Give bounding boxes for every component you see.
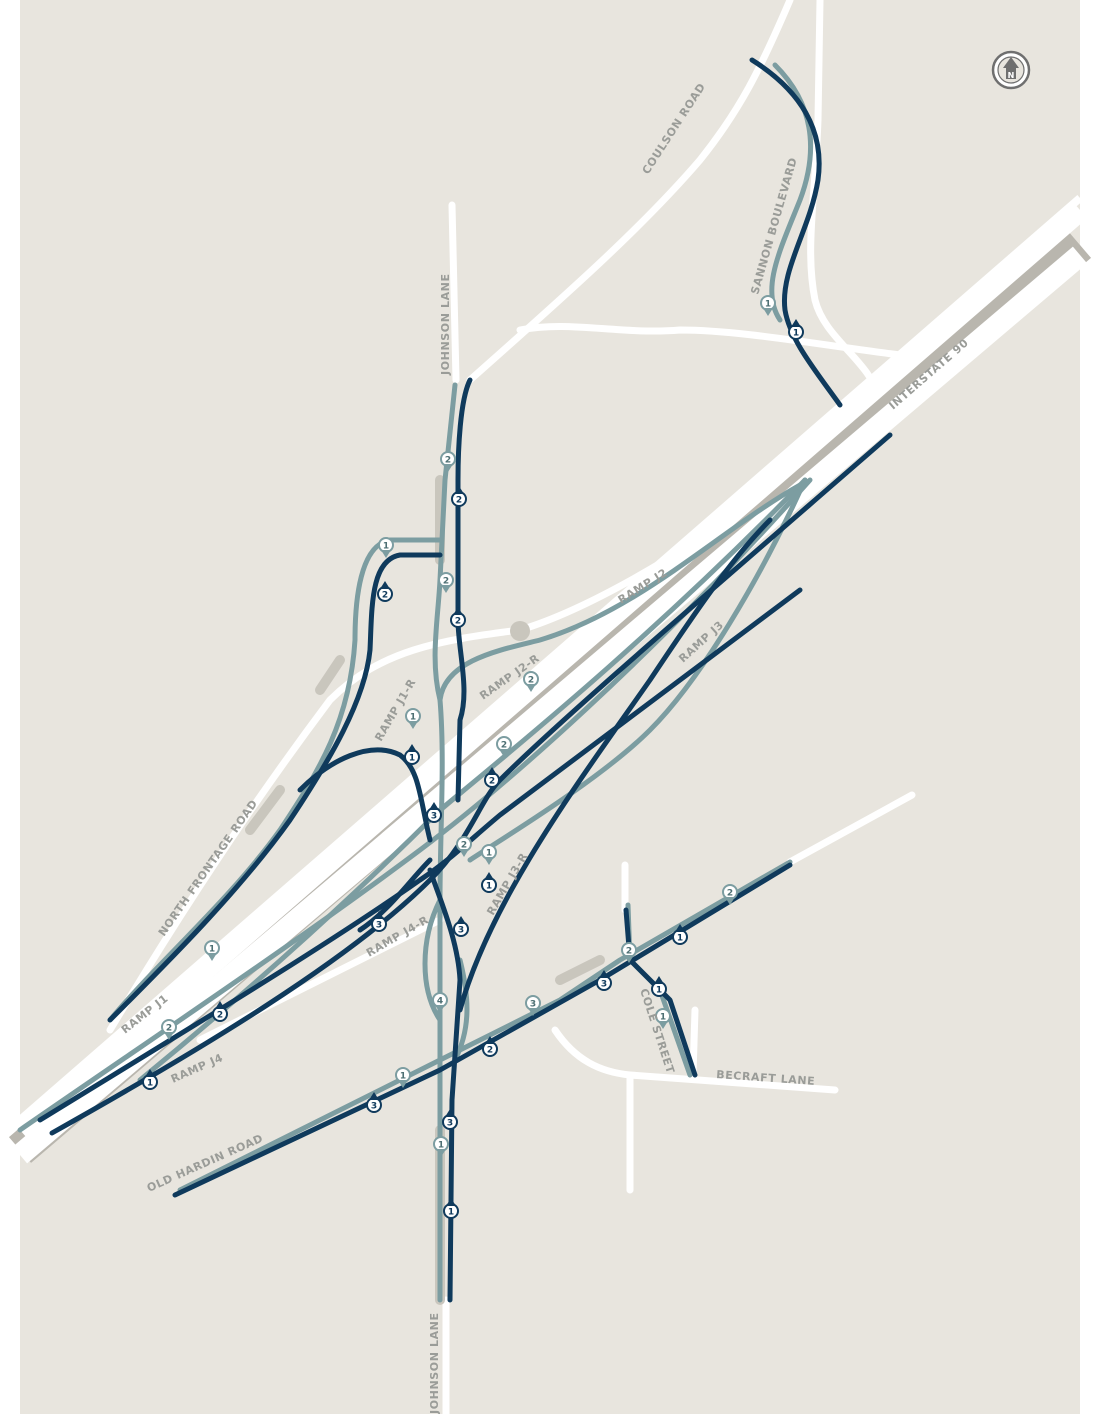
marker-m21: 4	[432, 992, 448, 1013]
marker-number: 1	[486, 849, 492, 859]
marker-m10: 1	[405, 708, 421, 729]
marker-number: 2	[489, 777, 495, 787]
marker-m16: 1	[481, 844, 497, 865]
marker-m25: 2	[722, 884, 738, 905]
marker-m23: 2	[212, 1001, 228, 1022]
marker-number: 2	[443, 577, 449, 587]
label-johnson-lane-north: JOHNSON LANE	[439, 273, 452, 376]
marker-number: 2	[455, 617, 461, 627]
marker-number: 1	[660, 1013, 666, 1023]
marker-m5: 1	[378, 537, 394, 558]
marker-number: 2	[461, 841, 467, 851]
marker-m20: 1	[204, 940, 220, 961]
marker-number: 1	[656, 986, 662, 996]
marker-number: 2	[445, 456, 451, 466]
marker-m36: 1	[433, 1136, 449, 1157]
north-arrow-letter: N	[1008, 71, 1015, 80]
marker-m28: 3	[596, 970, 612, 991]
marker-number: 1	[409, 754, 415, 764]
marker-number: 1	[765, 300, 771, 310]
marker-m8: 2	[450, 607, 466, 628]
interstate-90	[8, 194, 1092, 1164]
marker-m7: 2	[438, 572, 454, 593]
old-hardin-east-street	[786, 791, 916, 866]
marker-m19: 3	[453, 916, 469, 937]
cul-de-sac	[510, 621, 530, 641]
marker-number: 1	[486, 882, 492, 892]
sannon-boulevard-street	[807, 0, 884, 404]
marker-number: 2	[626, 947, 632, 957]
marker-number: 4	[437, 997, 443, 1007]
marker-m26: 1	[672, 924, 688, 945]
marker-number: 3	[447, 1119, 453, 1129]
marker-m37: 1	[443, 1198, 459, 1219]
marker-number: 2	[501, 741, 507, 751]
marker-m6: 2	[377, 581, 393, 602]
marker-m24: 1	[142, 1069, 158, 1090]
marker-m29: 1	[651, 976, 667, 997]
marker-number: 3	[458, 926, 464, 936]
marker-m27: 2	[621, 942, 637, 963]
marker-number: 1	[677, 934, 683, 944]
marker-number: 2	[456, 496, 462, 506]
marker-number: 2	[727, 889, 733, 899]
marker-m11: 2	[496, 736, 512, 757]
marker-number: 2	[382, 591, 388, 601]
marker-m14: 3	[426, 802, 442, 823]
marker-m34: 3	[366, 1092, 382, 1113]
marker-number: 3	[371, 1102, 377, 1112]
marker-m35: 3	[442, 1109, 458, 1130]
marker-number: 1	[410, 713, 416, 723]
marker-number: 1	[147, 1079, 153, 1089]
marker-m18: 3	[371, 911, 387, 932]
marker-m9: 2	[523, 671, 539, 692]
marker-m30: 1	[655, 1008, 671, 1029]
marker-number: 2	[487, 1046, 493, 1056]
marker-number: 2	[528, 676, 534, 686]
marker-m13: 2	[484, 767, 500, 788]
marker-number: 1	[448, 1208, 454, 1218]
marker-m33: 1	[395, 1067, 411, 1088]
marker-m22: 2	[161, 1019, 177, 1040]
johnson-lane-north-street	[448, 201, 460, 384]
marker-m4: 2	[451, 486, 467, 507]
marker-m31: 3	[525, 995, 541, 1016]
marker-number: 3	[530, 1000, 536, 1010]
marker-number: 1	[209, 945, 215, 955]
marker-m32: 2	[482, 1036, 498, 1057]
marker-number: 1	[438, 1141, 444, 1151]
label-johnson-lane-south: JOHNSON LANE	[428, 1312, 441, 1414]
marker-m12: 1	[404, 744, 420, 765]
marker-m17: 1	[481, 872, 497, 893]
marker-number: 1	[793, 329, 799, 339]
phase-markers: 1 1 2 2 1 2 2 2 2 1 2 1 2 3 2 1 1 3 3 1 …	[142, 295, 804, 1219]
marker-number: 1	[400, 1072, 406, 1082]
marker-number: 3	[376, 921, 382, 931]
marker-number: 3	[431, 812, 437, 822]
cross-street-north	[516, 323, 904, 359]
marker-m1: 1	[760, 295, 776, 316]
marker-m3: 2	[440, 451, 456, 472]
north-arrow-icon: N	[991, 50, 1031, 90]
marker-number: 1	[383, 542, 389, 552]
marker-m2: 1	[788, 319, 804, 340]
marker-m15: 2	[456, 836, 472, 857]
marker-number: 2	[217, 1011, 223, 1021]
marker-number: 3	[601, 980, 607, 990]
marker-number: 2	[166, 1024, 172, 1034]
